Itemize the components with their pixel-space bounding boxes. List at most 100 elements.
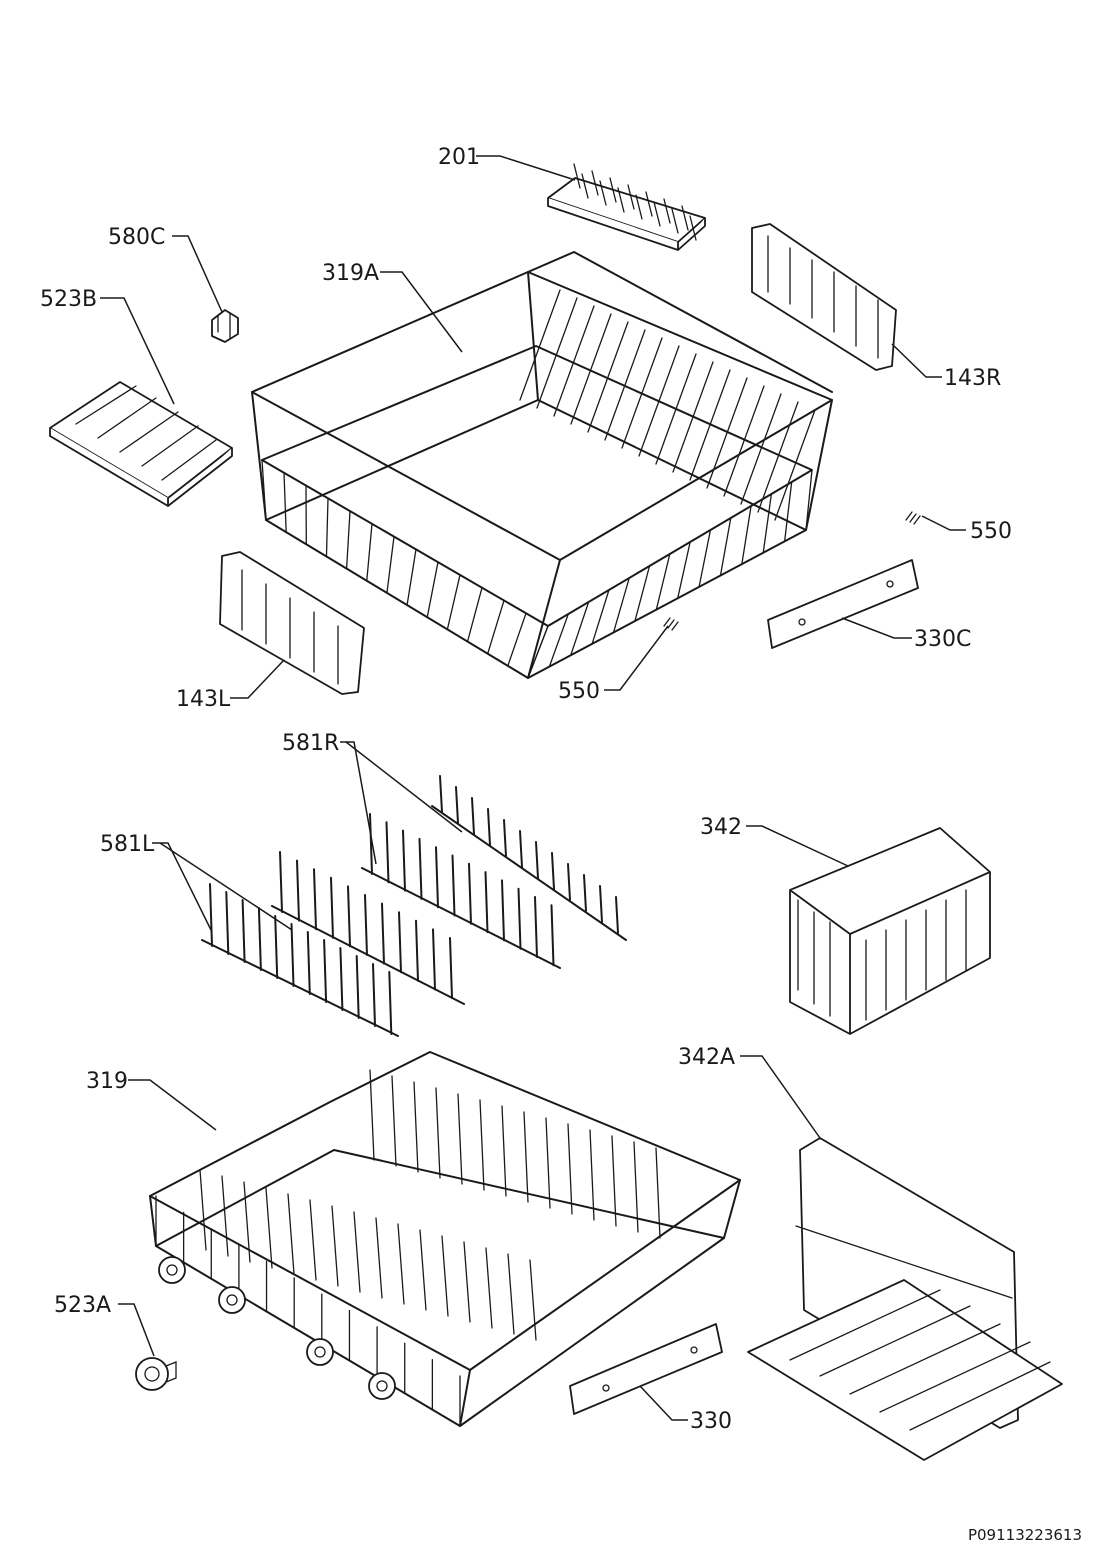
rack-581L-tine xyxy=(388,971,393,1035)
lower-basket-wheels xyxy=(158,1256,396,1400)
lower-basket-tine xyxy=(391,1075,397,1167)
lower-basket-tine xyxy=(529,1259,537,1341)
lower-basket-tine xyxy=(419,1229,427,1311)
rack-581L-tine xyxy=(257,907,262,971)
rack-581R-tine xyxy=(402,829,406,892)
rack-581R-tine xyxy=(487,808,491,846)
label-523A: 523A xyxy=(54,1293,111,1318)
lower-basket-tine xyxy=(309,1199,317,1281)
lower-basket-tine xyxy=(567,1123,573,1215)
rack-581L-tine xyxy=(313,868,317,931)
rack-581R-tine xyxy=(455,786,459,824)
insert-201-tooth xyxy=(599,180,607,206)
upper-basket-wire xyxy=(527,625,549,679)
lower-basket-tine xyxy=(479,1099,485,1191)
rack-581L-tine xyxy=(225,891,230,955)
lower-basket-tine xyxy=(375,1217,383,1299)
leader-581R-a xyxy=(340,741,377,865)
insert-201-tooth xyxy=(653,201,661,227)
upper-basket-wire xyxy=(283,472,287,533)
upper-basket-wire xyxy=(466,587,483,643)
label-523B: 523B xyxy=(40,287,97,312)
lower-basket-tine xyxy=(655,1147,661,1239)
part-581R-tine-rack xyxy=(361,775,627,969)
label-201: 201 xyxy=(438,145,480,170)
label-330C: 330C xyxy=(914,627,971,652)
part-580C-clip xyxy=(211,309,239,343)
leader-581L-b xyxy=(159,842,293,931)
rack-581L-tine xyxy=(415,919,419,982)
leader-201 xyxy=(476,155,576,181)
upper-basket-wire xyxy=(366,523,373,582)
upper-basket-tine xyxy=(638,345,680,457)
rack-581R-tine xyxy=(385,821,390,884)
rack-581L-tine xyxy=(330,876,334,939)
insert-201-tooth xyxy=(663,198,671,224)
upper-basket-wire xyxy=(406,548,417,606)
rack-581R-tine xyxy=(551,852,555,890)
leader-523B xyxy=(100,297,175,405)
upper-basket-tine xyxy=(655,353,697,465)
rack-581L-tine xyxy=(355,955,360,1019)
upper-basket-wire xyxy=(677,541,691,599)
upper-basket-wire xyxy=(741,505,752,565)
upper-basket-tine xyxy=(604,329,646,441)
rack-581L-tine xyxy=(209,883,213,947)
part-581L-tine-rack xyxy=(201,851,465,1037)
upper-basket-wire xyxy=(386,535,395,594)
rack-581L-tine xyxy=(347,885,351,948)
label-581L: 581L xyxy=(100,832,155,857)
lower-basket-tine xyxy=(633,1141,639,1233)
upper-basket-wire xyxy=(634,565,651,622)
label-143R: 143R xyxy=(944,366,1001,391)
insert-201-tooth xyxy=(689,215,697,241)
upper-basket-wire xyxy=(762,493,773,554)
upper-basket-wire xyxy=(719,517,732,577)
rack-581R-tine xyxy=(439,775,443,813)
label-330: 330 xyxy=(690,1409,732,1434)
rack-581L-tine xyxy=(381,902,385,965)
lower-basket-tine xyxy=(611,1135,617,1227)
lower-basket-tine xyxy=(435,1087,441,1179)
upper-basket-wire xyxy=(426,561,439,618)
part-523B-rail xyxy=(49,381,233,507)
rack-581L-tine xyxy=(432,928,436,991)
lower-basket-tine xyxy=(265,1187,273,1269)
rack-581L-tine xyxy=(398,911,402,974)
lower-basket-tine xyxy=(243,1181,251,1263)
rack-581L-tine xyxy=(296,859,300,922)
label-143L: 143L xyxy=(176,687,231,712)
part-342A-cutlery-holder xyxy=(747,1137,1063,1461)
rack-581R-tine xyxy=(471,797,475,835)
leader-550b xyxy=(604,625,669,691)
label-580C: 580C xyxy=(108,225,165,250)
upper-basket-tine xyxy=(536,297,578,409)
rack-581R-tine xyxy=(583,874,587,912)
upper-basket-tine xyxy=(774,409,816,521)
rack-581R-tine xyxy=(519,830,523,868)
upper-basket-tine xyxy=(706,377,748,489)
upper-basket-wire xyxy=(325,497,329,558)
label-550-right: 550 xyxy=(970,519,1012,544)
lower-basket-tine xyxy=(485,1247,493,1329)
insert-201-tooth xyxy=(617,187,625,213)
rack-581R-tine xyxy=(503,819,507,857)
leader-143R xyxy=(891,343,942,378)
part-201-tine-insert xyxy=(547,163,706,251)
rack-581L-tine xyxy=(323,939,328,1003)
leader-330 xyxy=(639,1385,688,1421)
rack-581R-tine xyxy=(615,896,619,934)
insert-201-tooth xyxy=(609,177,617,203)
rack-581R-tine xyxy=(369,813,373,875)
lower-basket-tine xyxy=(413,1081,419,1173)
callout-labels: 201 580C 319A 523B 143R 550 330C 143L 55… xyxy=(40,145,1012,1434)
rack-581R-tine xyxy=(534,896,538,958)
rack-581R-tine xyxy=(451,854,456,917)
lower-basket-tine xyxy=(353,1211,361,1293)
insert-201-tooth xyxy=(645,191,653,217)
leader-580C xyxy=(172,235,223,313)
leader-143L xyxy=(230,659,285,699)
insert-201-tooth xyxy=(681,205,689,231)
leader-342A xyxy=(740,1055,821,1139)
